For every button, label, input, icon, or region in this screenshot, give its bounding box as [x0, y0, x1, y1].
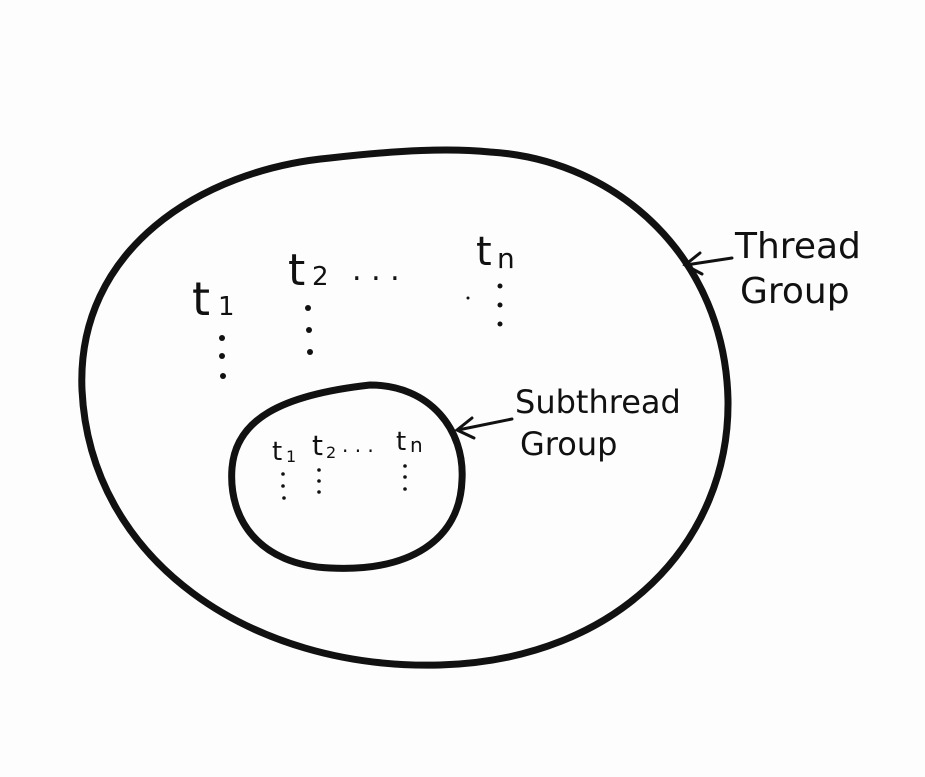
svg-text:t: t: [312, 429, 323, 462]
svg-text:t: t: [288, 245, 305, 296]
svg-text:t: t: [272, 437, 282, 467]
svg-text:t: t: [476, 229, 492, 275]
svg-text:Group: Group: [520, 425, 617, 463]
svg-text:n: n: [410, 433, 423, 457]
outer-thread-tn: t n: [476, 229, 515, 275]
thread-group-boundary: [78, 146, 732, 669]
svg-text:t: t: [396, 427, 406, 457]
outer-thread-t2: t 2: [288, 245, 329, 296]
svg-text:1: 1: [286, 447, 296, 466]
svg-text:1: 1: [218, 292, 235, 322]
thread-group-arrow: [682, 251, 734, 276]
subthread-group-arrow: [454, 416, 514, 440]
svg-text:Group: Group: [740, 271, 850, 312]
svg-text:t: t: [192, 272, 210, 326]
outer-thread-dots: [219, 283, 503, 379]
svg-text:Thread: Thread: [734, 226, 861, 267]
svg-text:n: n: [497, 242, 515, 275]
inner-thread-tn: t n: [396, 427, 423, 457]
inner-thread-t2: t 2: [312, 429, 336, 462]
svg-text:Subthread: Subthread: [515, 383, 681, 421]
subthread-group-label: Subthread Group: [515, 383, 681, 463]
outer-thread-t1: t 1: [192, 272, 235, 326]
inner-thread-dots: [281, 464, 407, 500]
outer-ellipsis: . . .: [352, 253, 400, 288]
svg-text:2: 2: [326, 443, 336, 462]
svg-text:2: 2: [312, 262, 329, 292]
inner-ellipsis: . . .: [342, 433, 374, 457]
thread-group-label: Thread Group: [734, 226, 861, 312]
subthread-group-boundary: [228, 381, 466, 572]
inner-thread-t1: t 1: [272, 437, 296, 467]
